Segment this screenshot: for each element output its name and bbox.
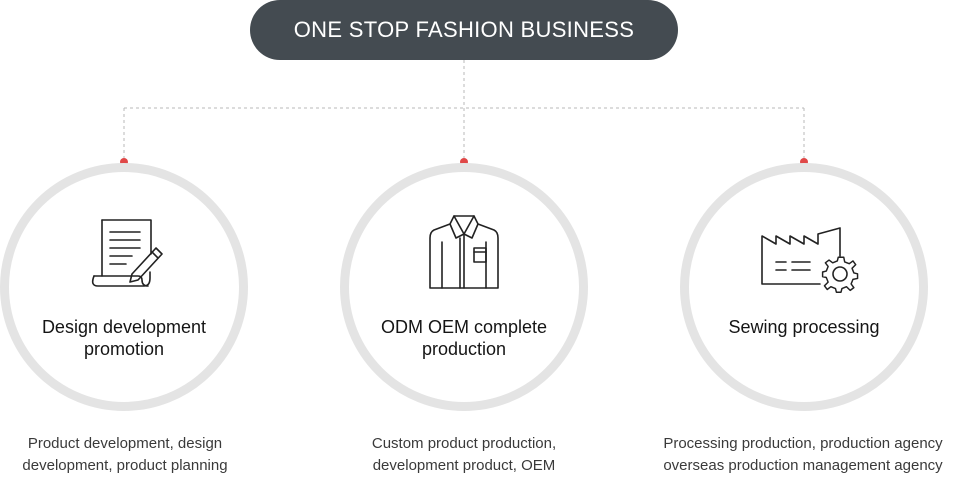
item-title-design: Design development promotion <box>9 316 239 360</box>
document-pen-icon <box>91 219 163 287</box>
item-title-line: production <box>421 339 507 359</box>
circle-odm-oem <box>340 163 588 411</box>
item-desc-line: development, product planning <box>22 457 228 474</box>
item-title-odm-oem: ODM OEM complete production <box>349 316 579 360</box>
item-desc-line: Processing production, production agency <box>663 435 943 452</box>
circle-sewing <box>680 163 928 411</box>
item-title-line: Design development <box>41 317 207 337</box>
circle-design <box>0 163 248 411</box>
header-title: ONE STOP FASHION BUSINESS <box>293 17 635 42</box>
item-title-line: Sewing processing <box>728 317 880 337</box>
item-desc-design: Product development, design development,… <box>0 433 250 477</box>
item-desc-line: Custom product production, <box>371 435 557 452</box>
factory-gear-icon <box>761 227 859 293</box>
item-title-line: promotion <box>83 339 165 359</box>
item-desc-line: overseas production management agency <box>663 457 943 474</box>
item-title-line: ODM OEM complete <box>380 317 548 337</box>
shirt-icon <box>429 215 499 289</box>
header-pill: ONE STOP FASHION BUSINESS <box>250 0 678 60</box>
item-desc-sewing: Processing production, production agency… <box>640 433 966 477</box>
item-title-sewing: Sewing processing <box>689 316 919 338</box>
item-desc-line: Product development, design <box>27 435 223 452</box>
item-desc-odm-oem: Custom product production, development p… <box>340 433 588 477</box>
item-desc-line: development product, OEM <box>372 457 556 474</box>
